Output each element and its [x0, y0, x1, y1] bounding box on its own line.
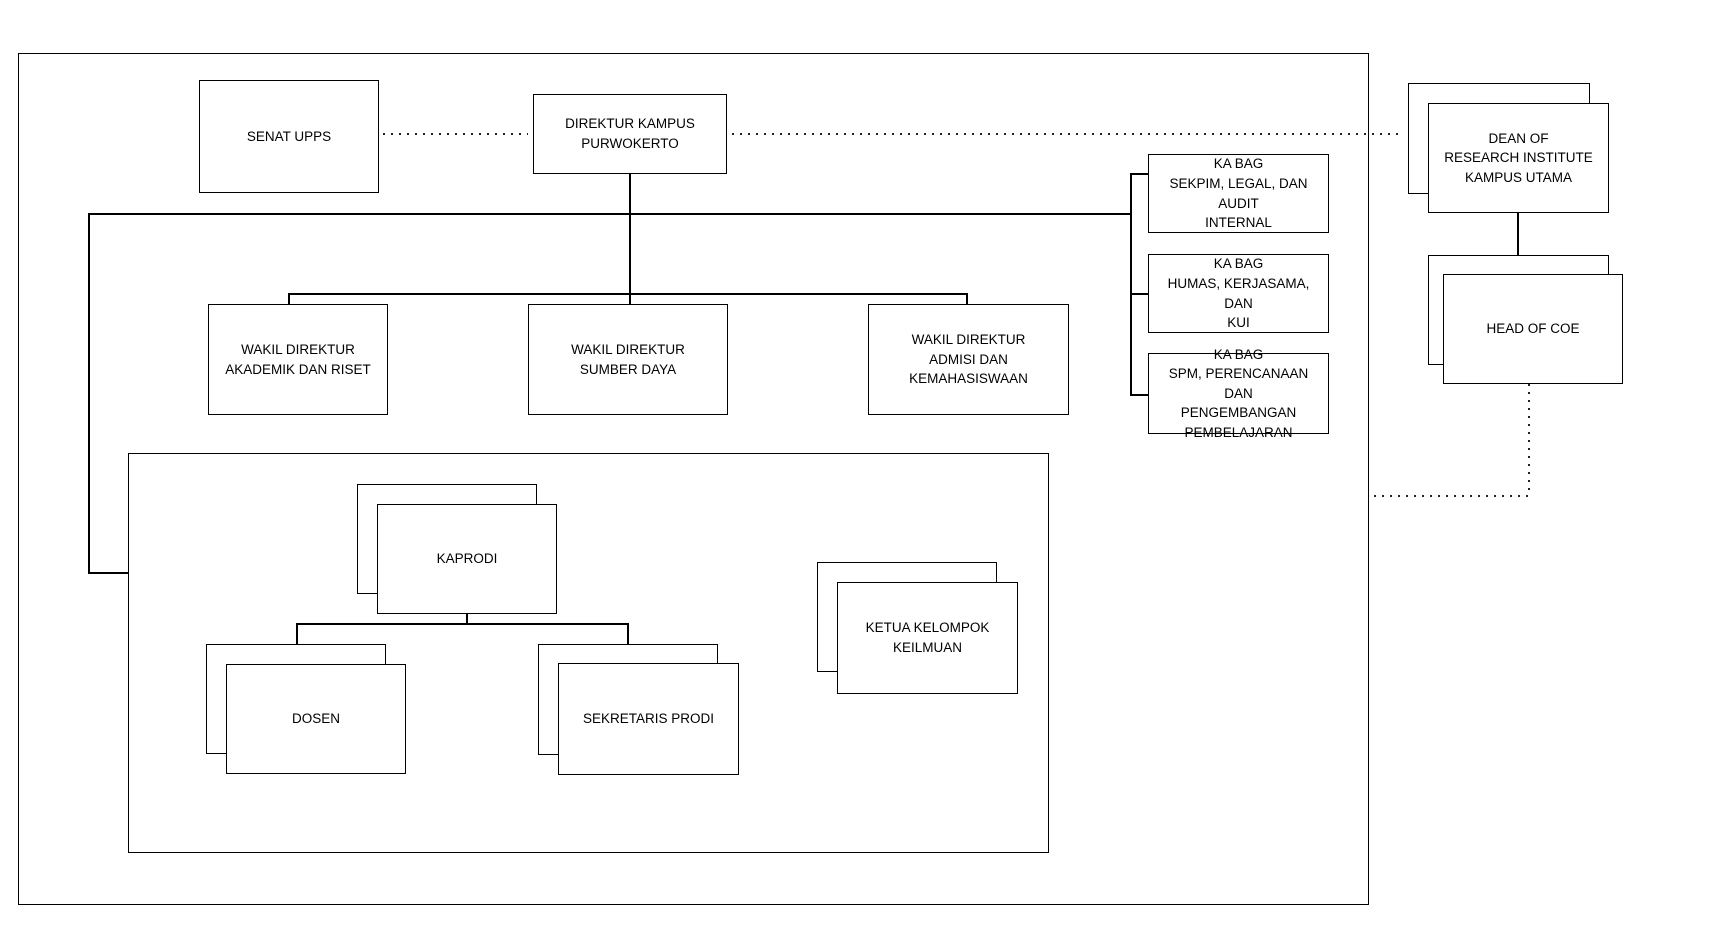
edge-stub-wakil-akademik	[288, 293, 290, 304]
edge-dotted-headcoe-left	[1374, 495, 1530, 497]
campus-boundary-rect	[18, 53, 1369, 905]
node-kaprodi[interactable]: KAPRODI	[377, 504, 557, 614]
node-kabag-spm[interactable]: KA BAG SPM, PERENCANAAN DAN PENGEMBANGAN…	[1148, 347, 1329, 440]
node-wakil-akademik[interactable]: WAKIL DIREKTUR AKADEMIK DAN RISET	[208, 304, 388, 415]
edge-stub-kabag-spm	[1130, 394, 1148, 396]
node-wakil-admisi[interactable]: WAKIL DIREKTUR ADMISI DAN KEMAHASISWAAN	[868, 304, 1069, 415]
edge-direktur-to-wakil-row	[629, 174, 631, 304]
edge-wakil-connector	[288, 293, 967, 295]
edge-stub-wakil-admisi	[966, 293, 968, 304]
edge-kabag-bracket	[1130, 173, 1132, 396]
node-sekretaris-prodi[interactable]: SEKRETARIS PRODI	[558, 663, 739, 775]
edge-stub-kabag-sekpim	[1130, 173, 1148, 175]
node-dean-research[interactable]: DEAN OF RESEARCH INSTITUTE KAMPUS UTAMA	[1428, 103, 1609, 213]
edge-kaprodi-down	[466, 614, 468, 624]
node-kabag-sekpim[interactable]: KA BAG SEKPIM, LEGAL, DAN AUDIT INTERNAL	[1148, 154, 1329, 233]
node-ketua-kelompok[interactable]: KETUA KELOMPOK KEILMUAN	[837, 582, 1018, 694]
edge-kaprodi-children-connector	[296, 623, 628, 625]
edge-stub-kabag-humas	[1130, 293, 1148, 295]
node-wakil-sumber-daya[interactable]: WAKIL DIREKTUR SUMBER DAYA	[528, 304, 728, 415]
edge-dotted-senat-direktur	[383, 133, 528, 135]
edge-dotted-direktur-dean	[732, 133, 1403, 135]
edge-stub-dosen	[296, 623, 298, 644]
edge-dean-to-headcoe	[1517, 213, 1519, 255]
node-head-coe[interactable]: HEAD OF COE	[1443, 274, 1623, 384]
edge-dotted-headcoe-down	[1528, 384, 1530, 496]
node-direktur-kampus[interactable]: DIREKTUR KAMPUS PURWOKERTO	[533, 94, 727, 174]
edge-staff-horizontal	[88, 213, 1132, 215]
edge-stub-sekretaris	[627, 623, 629, 644]
edge-staff-vertical	[88, 213, 90, 573]
node-senat-upps[interactable]: SENAT UPPS	[199, 80, 379, 193]
program-container-rect	[128, 453, 1049, 853]
node-kabag-humas[interactable]: KA BAG HUMAS, KERJASAMA, DAN KUI	[1148, 254, 1329, 333]
node-dosen[interactable]: DOSEN	[226, 664, 406, 774]
edge-staff-to-program-container	[88, 572, 128, 574]
